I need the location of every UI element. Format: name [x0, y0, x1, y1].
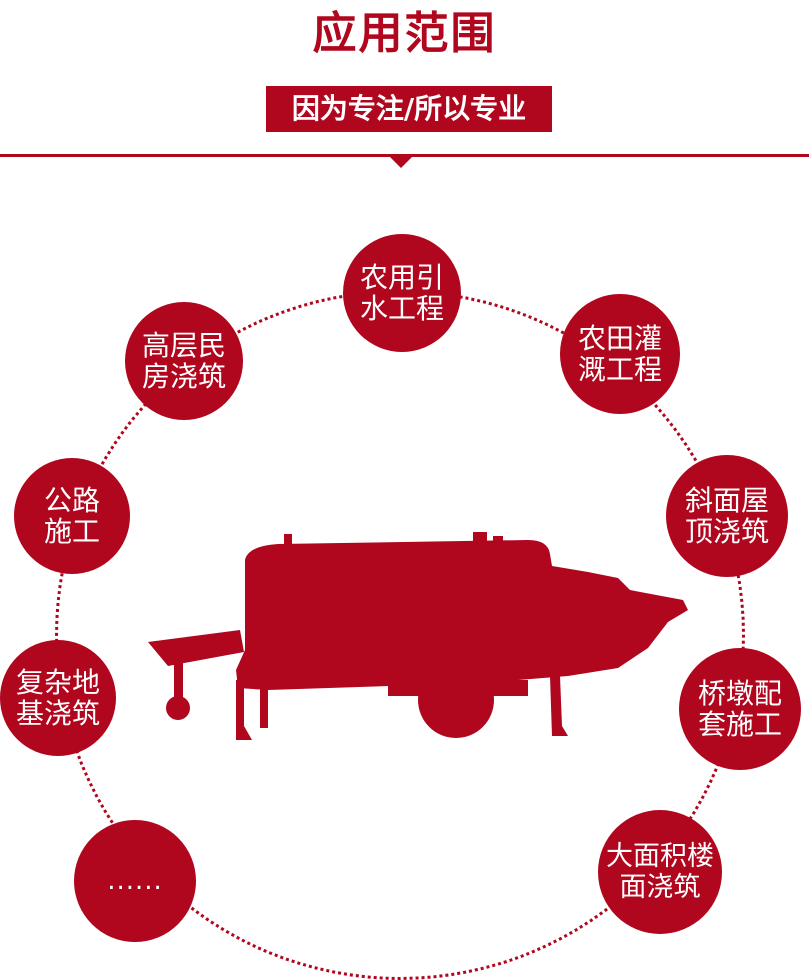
- application-node-water-diversion: 农用引水工程: [343, 234, 461, 352]
- node-label-line1: 大面积楼: [606, 841, 714, 872]
- application-node-farmland-irrigation: 农田灌溉工程: [560, 294, 680, 414]
- application-node-sloped-roof: 斜面屋顶浇筑: [666, 455, 788, 577]
- node-label-line1: 农田灌: [577, 322, 662, 355]
- node-label-line1: 农用引: [359, 261, 444, 294]
- application-node-highway: 公路施工: [14, 458, 130, 574]
- node-label-line1: ......: [107, 865, 163, 896]
- node-label-line2: 施工: [43, 515, 100, 548]
- concrete-pump-silhouette-icon: [148, 532, 688, 740]
- node-label-line2: 房浇筑: [141, 360, 226, 393]
- node-label-line2: 面浇筑: [619, 872, 701, 903]
- application-node-large-floor: 大面积楼面浇筑: [598, 810, 722, 934]
- subtitle-banner: 因为专注/所以专业: [266, 86, 552, 132]
- node-label-line2: 顶浇筑: [684, 515, 769, 548]
- node-label-line1: 高层民: [141, 329, 226, 362]
- section-divider: [0, 154, 809, 157]
- application-node-more: ......: [74, 820, 196, 942]
- node-label-line1: 桥墩配: [697, 677, 782, 710]
- node-label-line2: 套施工: [697, 708, 782, 741]
- node-label-line1: 复杂地: [15, 666, 100, 699]
- node-label-line2: 基浇筑: [15, 697, 100, 730]
- application-node-highrise-residential: 高层民房浇筑: [125, 302, 243, 420]
- divider-arrow-icon: [390, 157, 412, 168]
- page-title: 应用范围: [312, 8, 497, 59]
- application-node-bridge-pier: 桥墩配套施工: [679, 648, 801, 770]
- node-label-line1: 公路: [43, 484, 100, 517]
- application-node-complex-foundation: 复杂地基浇筑: [0, 640, 116, 756]
- node-label-line1: 斜面屋: [684, 484, 769, 517]
- node-label-line2: 溉工程: [577, 353, 662, 386]
- node-label-line2: 水工程: [359, 292, 444, 325]
